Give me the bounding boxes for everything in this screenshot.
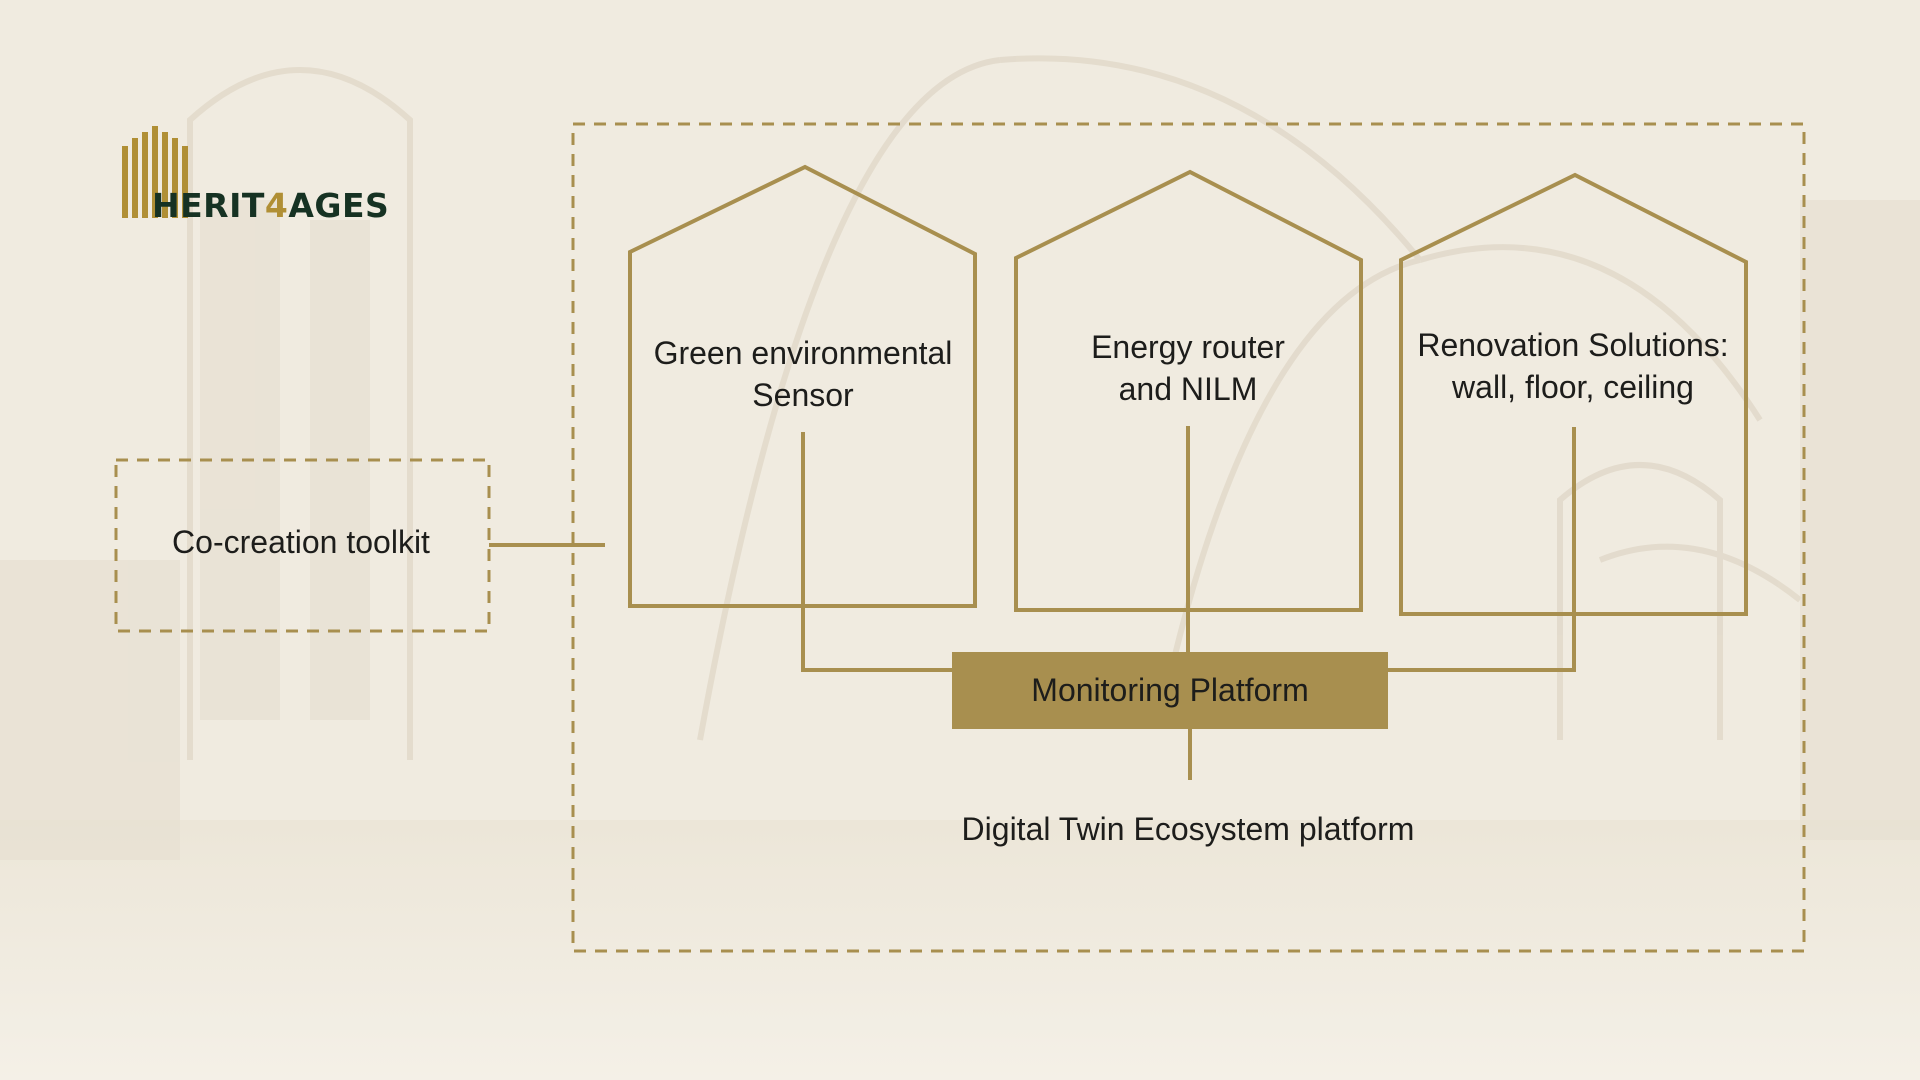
- digital-twin-label: Digital Twin Ecosystem platform: [961, 811, 1415, 848]
- toolkit-label: Co-creation toolkit: [172, 524, 430, 561]
- logo-suffix: AGES: [288, 186, 390, 225]
- sensor-connector: [801, 432, 953, 672]
- house-router: [1014, 169, 1363, 612]
- house-renovation: [1399, 172, 1748, 616]
- logo-accent: 4: [264, 186, 289, 225]
- renovation-connector: [1388, 427, 1576, 672]
- herit4ages-logo: HERIT4AGES: [120, 126, 400, 226]
- logo-prefix: HERIT: [152, 186, 265, 225]
- house-label-router: Energy router and NILM: [1091, 329, 1285, 407]
- house-label-renovation: Renovation Solutions: wall, floor, ceili…: [1417, 327, 1729, 405]
- monitoring-platform-box: Monitoring Platform: [952, 652, 1388, 729]
- ecosystem-container: [571, 122, 1806, 953]
- house-sensor: [628, 164, 977, 608]
- building-logo-icon: [122, 126, 188, 218]
- logo-wordmark: HERIT4AGES: [152, 186, 389, 225]
- monitoring-platform-label: Monitoring Platform: [1031, 672, 1309, 708]
- house-label-sensor: Green environmental Sensor: [653, 335, 953, 413]
